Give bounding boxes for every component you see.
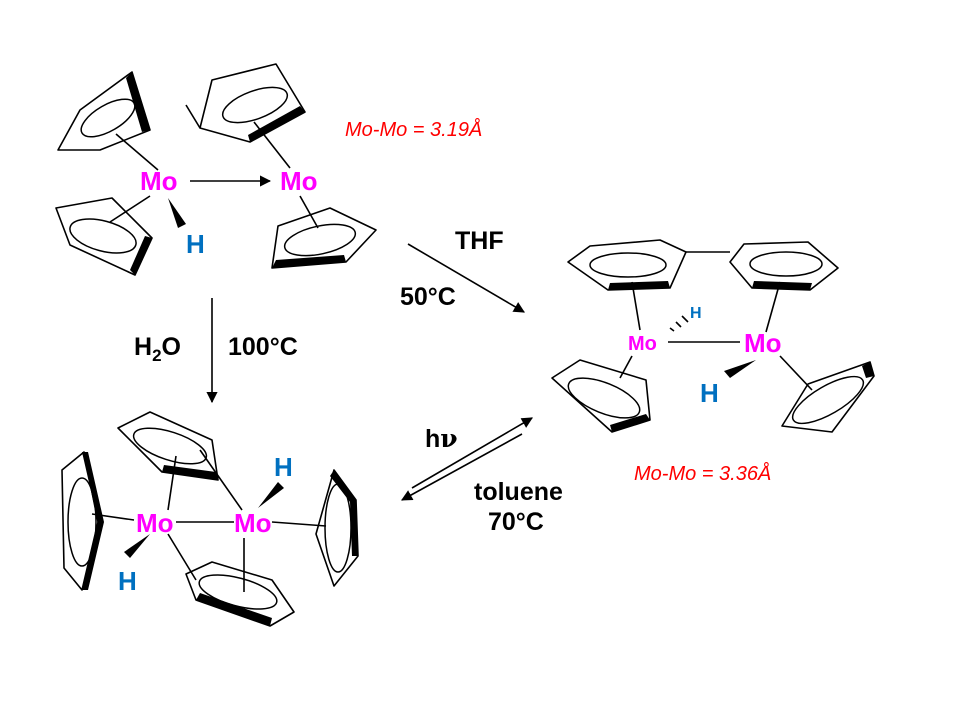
hydride-atom: H [274, 452, 293, 482]
temperature-100: 100°C [228, 333, 298, 361]
molecule-top-left: Mo Mo H [55, 63, 377, 276]
mo-atom: Mo [136, 508, 174, 538]
hydride-atom: H [118, 566, 137, 596]
cp-ring [185, 561, 295, 627]
cp-ring [781, 361, 875, 433]
cp-ring [55, 197, 153, 276]
mo-atom: Mo [234, 508, 272, 538]
temperature-50: 50°C [400, 283, 456, 311]
hashed-bond [669, 315, 689, 332]
mo-atom: Mo [280, 166, 318, 196]
mo-atom: Mo [744, 328, 782, 358]
cp-ring [567, 239, 687, 291]
reagent-h2o: H2O [134, 333, 181, 365]
cp-ring [551, 359, 651, 433]
temperature-70: 70°C [488, 508, 544, 536]
mo-atom: Mo [628, 333, 657, 355]
cp-ring [729, 241, 839, 291]
photolysis-hv: hν [425, 424, 458, 453]
hydride-atom: H [690, 305, 702, 322]
solvent-toluene: toluene [474, 478, 563, 506]
cp-ring [199, 63, 306, 143]
cp-ring [61, 451, 104, 591]
cp-ring [57, 71, 151, 151]
mo-atom: Mo [140, 166, 178, 196]
mo-mo-distance-top: Mo-Mo = 3.19Å [345, 118, 482, 141]
mo-mo-distance-right: Mo-Mo = 3.36Å [634, 462, 771, 485]
hydride-atom: H [700, 378, 719, 408]
equilibrium-arrows [401, 417, 533, 501]
molecule-right: Mo Mo H H [551, 239, 875, 433]
molecule-bottom-left: Mo Mo H H [61, 411, 359, 627]
arrow-thf [407, 243, 525, 313]
cp-ring [117, 411, 219, 481]
hydride-atom: H [186, 229, 205, 259]
cp-ring [271, 207, 377, 269]
cp-ring [315, 469, 359, 587]
solvent-thf: THF [455, 227, 504, 255]
